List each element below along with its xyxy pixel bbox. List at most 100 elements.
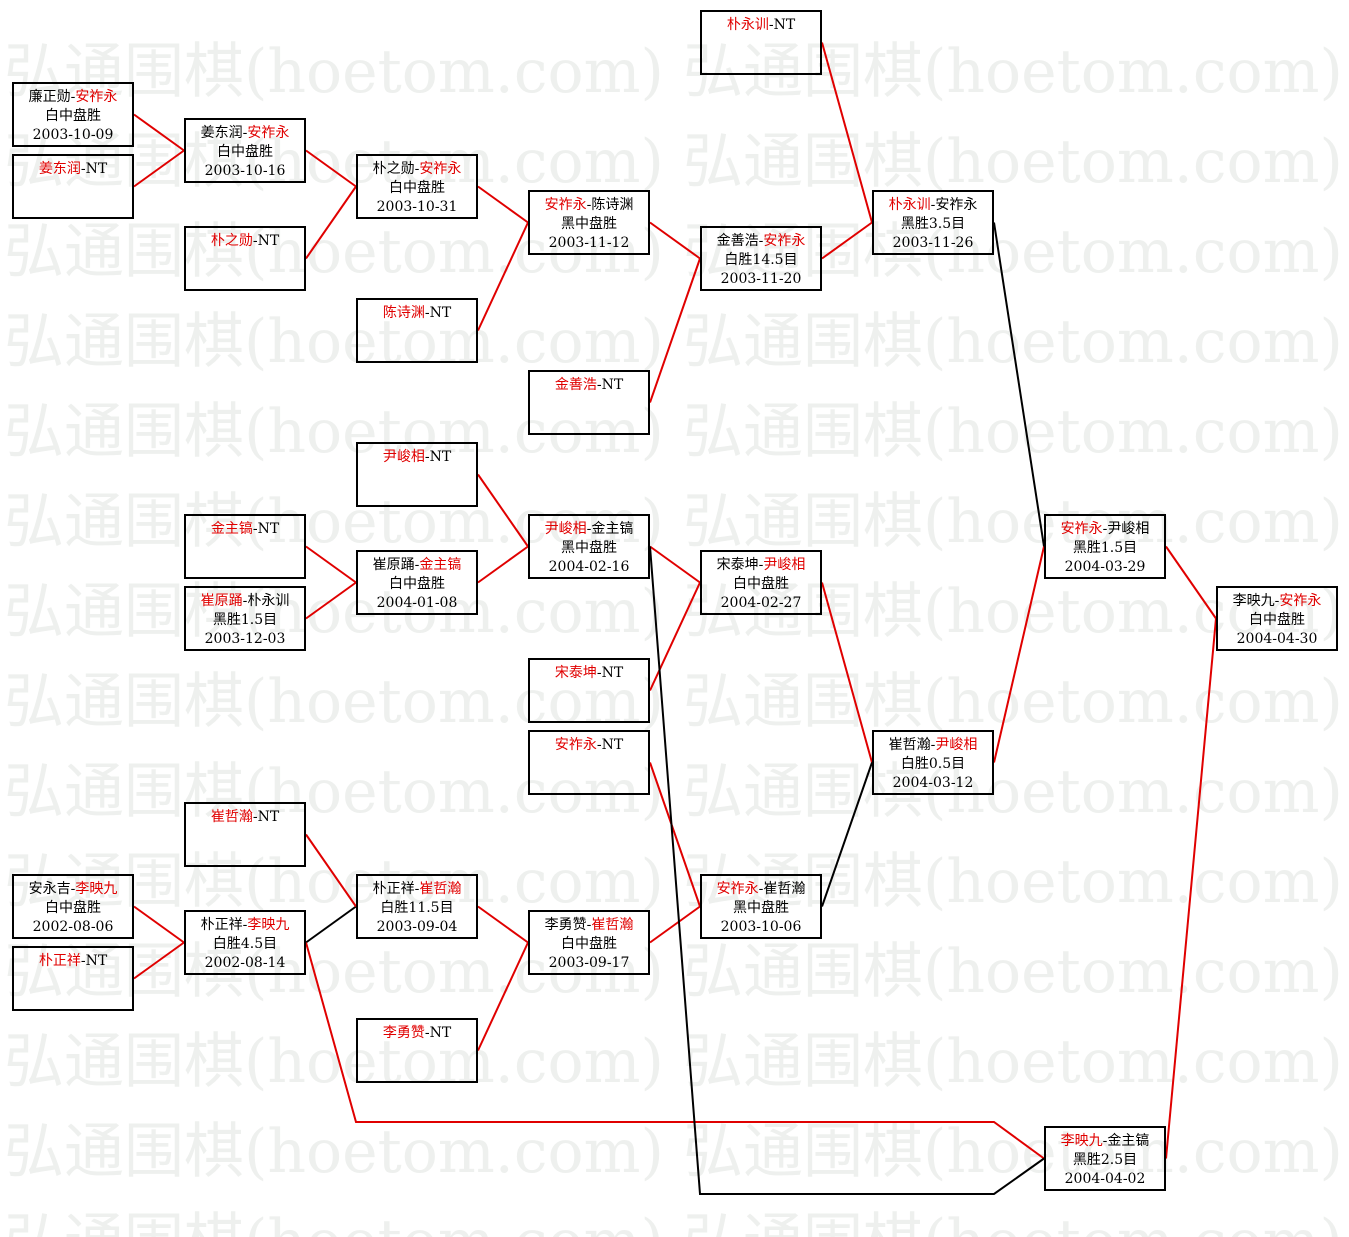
match-result: 白中盘胜	[1249, 612, 1305, 628]
match-players: 朴正祥-NT	[14, 952, 132, 971]
match-players: 宋泰坤-NT	[530, 664, 648, 683]
bracket-connector	[305, 545, 357, 584]
match-players: 安祚永-崔哲瀚	[702, 880, 820, 899]
match-result: 黑中盘胜	[733, 900, 789, 916]
match-players: 廉正勋-安祚永	[14, 88, 132, 107]
player-one: 朴之勋	[210, 233, 253, 249]
player-one: 崔原踊	[200, 593, 243, 609]
player-two: 安祚永	[419, 161, 462, 177]
player-two: 崔哲瀚	[763, 881, 806, 897]
match-box: 姜东润-NT	[12, 154, 134, 219]
player-separator: -	[758, 233, 764, 249]
bracket-connector	[133, 149, 185, 188]
player-one: 李勇赞	[382, 1025, 425, 1041]
bracket-connector	[649, 545, 701, 584]
match-players: 李勇赞-崔哲瀚	[530, 916, 648, 935]
bracket-connector	[305, 833, 357, 908]
match-players: 朴正祥-崔哲瀚	[358, 880, 476, 899]
match-date: 2004-01-08	[376, 595, 458, 611]
player-two: NT	[601, 665, 624, 681]
match-players: 朴永训-安祚永	[874, 196, 992, 215]
player-one: 姜东润	[200, 125, 243, 141]
player-separator: -	[768, 17, 774, 33]
bracket-connector	[305, 581, 357, 620]
player-separator: -	[414, 161, 420, 177]
match-box: 尹峻相-NT	[356, 442, 478, 507]
player-two: NT	[429, 305, 452, 321]
player-two: NT	[257, 233, 280, 249]
bracket-connector	[649, 905, 701, 944]
bracket-connector	[133, 905, 185, 944]
match-date: 2003-12-03	[204, 631, 286, 647]
player-two: 安祚永	[75, 89, 118, 105]
player-two: NT	[429, 449, 452, 465]
bracket-connector	[649, 582, 701, 691]
match-box: 陈诗渊-NT	[356, 298, 478, 363]
match-result: 黑胜2.5目	[1072, 1152, 1138, 1168]
player-separator: -	[424, 1025, 430, 1041]
player-two: NT	[257, 521, 280, 537]
match-players: 金主镐-NT	[186, 520, 304, 539]
match-date: 2004-03-12	[892, 775, 974, 791]
player-separator: -	[252, 233, 258, 249]
player-two: 李映九	[75, 881, 118, 897]
player-one: 崔哲瀚	[888, 737, 931, 753]
player-one: 尹峻相	[382, 449, 425, 465]
player-one: 金善浩	[716, 233, 759, 249]
match-players: 朴正祥-李映九	[186, 916, 304, 935]
player-one: 李映九	[1232, 593, 1275, 609]
bracket-connector	[305, 149, 357, 188]
player-two: 金主镐	[419, 557, 462, 573]
match-date: 2003-10-16	[204, 163, 286, 179]
bracket-connector	[821, 582, 873, 763]
match-players: 安祚永-陈诗渊	[530, 196, 648, 215]
player-two: 李映九	[247, 917, 290, 933]
player-two: 陈诗渊	[591, 197, 634, 213]
match-date: 2003-10-31	[376, 199, 458, 215]
bracket-connector	[649, 546, 1045, 1195]
bracket-connector	[649, 221, 701, 260]
player-two: NT	[85, 953, 108, 969]
match-box: 宋泰坤-NT	[528, 658, 650, 723]
player-separator: -	[70, 881, 76, 897]
match-result: 白胜0.5目	[900, 756, 966, 772]
match-date: 2004-02-16	[548, 559, 630, 575]
bracket-connector	[305, 185, 357, 260]
match-players: 陈诗渊-NT	[358, 304, 476, 323]
player-one: 安永吉	[28, 881, 71, 897]
bracket-connector	[993, 222, 1045, 547]
bracket-connector	[993, 546, 1045, 763]
bracket-connector	[477, 185, 529, 224]
player-one: 朴之勋	[372, 161, 415, 177]
bracket-connector	[649, 762, 701, 907]
player-separator: -	[586, 917, 592, 933]
bracket-connector	[649, 258, 701, 403]
player-separator: -	[596, 737, 602, 753]
player-separator: -	[758, 557, 764, 573]
bracket-connector	[821, 221, 873, 260]
player-one: 崔哲瀚	[210, 809, 253, 825]
player-separator: -	[242, 917, 248, 933]
match-result: 白胜11.5目	[380, 900, 454, 916]
bracket-connector	[305, 905, 357, 944]
match-box: 朴永训-NT	[700, 10, 822, 75]
player-two: NT	[257, 809, 280, 825]
player-two: NT	[773, 17, 796, 33]
player-one: 宋泰坤	[554, 665, 597, 681]
player-two: 金主镐	[1107, 1133, 1150, 1149]
player-two: 尹峻相	[935, 737, 978, 753]
player-one: 金主镐	[210, 521, 253, 537]
match-result: 白中盘胜	[217, 144, 273, 160]
player-separator: -	[80, 161, 86, 177]
player-separator: -	[596, 665, 602, 681]
match-box: 金主镐-NT	[184, 514, 306, 579]
player-one: 李勇赞	[544, 917, 587, 933]
player-separator: -	[252, 521, 258, 537]
